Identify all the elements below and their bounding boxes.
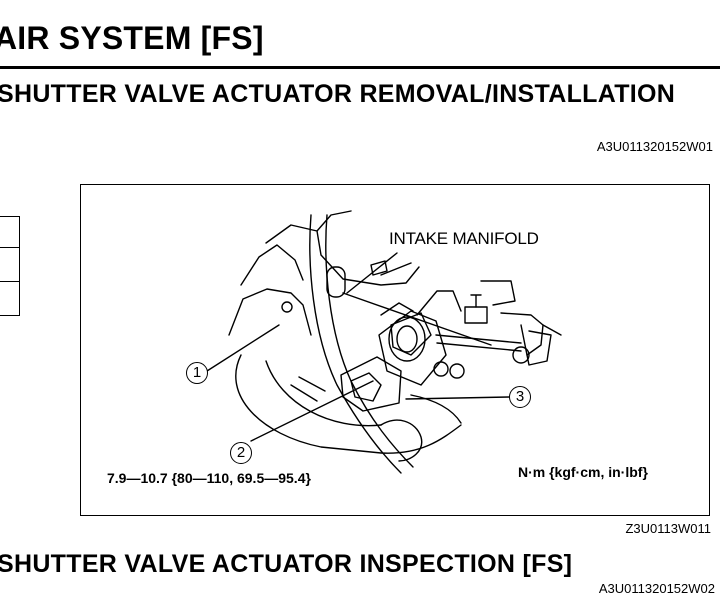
removal-heading: SHUTTER VALVE ACTUATOR REMOVAL/INSTALLAT…	[0, 80, 676, 108]
side-table-cell	[0, 216, 20, 248]
doc-code-removal: A3U011320152W01	[596, 139, 713, 154]
torque-spec: 7.9—10.7 {80—110, 69.5—95.4}	[107, 470, 311, 486]
intake-manifold-label: INTAKE MANIFOLD	[389, 229, 539, 248]
title-rule	[0, 66, 720, 69]
side-table-cell	[0, 248, 20, 282]
inspection-heading: SHUTTER VALVE ACTUATOR INSPECTION [FS]	[0, 550, 573, 578]
section-title: AIR SYSTEM [FS]	[0, 20, 264, 56]
engine-illustration	[206, 210, 562, 474]
doc-code-inspection: A3U011320152W02	[598, 581, 715, 596]
callout-1: 1	[186, 362, 208, 384]
callout-2: 2	[230, 442, 252, 464]
torque-units: N·m {kgf·cm, in·lbf}	[518, 464, 648, 480]
side-table	[0, 216, 20, 319]
figure-box: INTAKE MANIFOLD 1 2 3 7.9—10.7 {80—110, …	[80, 184, 710, 516]
callout-3: 3	[509, 386, 531, 408]
figure-code: Z3U0113W011	[625, 521, 711, 536]
side-table-cell	[0, 282, 20, 316]
